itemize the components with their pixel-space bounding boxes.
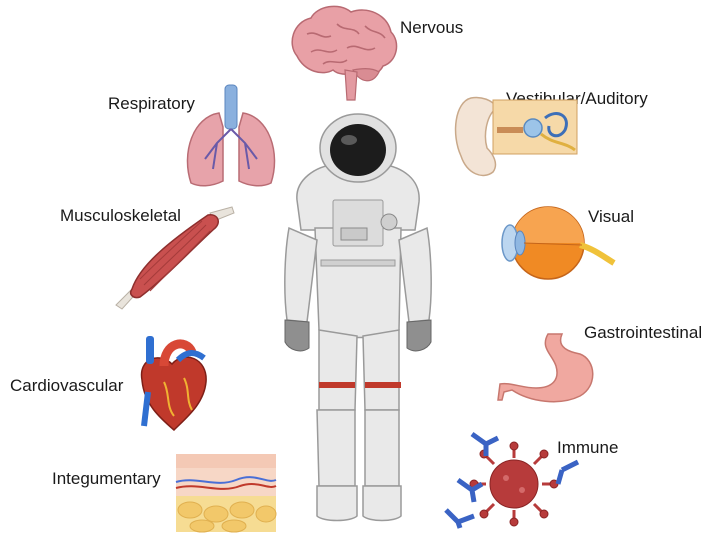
stomach-illustration [500,330,600,410]
epidermis [176,454,276,468]
heart-body [142,357,207,430]
suit-valve [381,214,397,230]
label-gastrointestinal: Gastrointestinal [584,324,702,341]
outer-ear [456,97,497,175]
right-lung [239,113,275,186]
optic-nerve [580,245,614,263]
vena-cava [146,336,154,364]
helmet-visor [330,124,386,176]
virus [470,442,558,526]
ear-illustration [453,94,579,182]
visor-highlight [341,135,357,145]
right-leg-band [365,382,401,388]
label-nervous: Nervous [400,19,463,36]
brain-illustration [287,4,399,102]
antibody-bottom [446,510,474,528]
stomach-body [498,334,593,402]
left-leg-band [319,382,355,388]
brain-cerebrum [292,6,396,76]
brain-stem [345,70,357,100]
antibody-right [558,462,578,484]
inferior-vena-cava [144,392,148,426]
lungs-illustration [183,83,279,190]
label-cardiovascular: Cardiovascular [10,377,123,394]
control-panel [341,228,367,240]
trachea [225,85,237,129]
label-integumentary: Integumentary [52,470,161,487]
lens [515,231,525,255]
middle-ear [524,119,542,137]
left-glove [285,320,309,351]
antibody-top [472,434,498,456]
label-respiratory: Respiratory [108,95,195,112]
right-glove [407,320,431,351]
skin-illustration [176,454,276,532]
eye-illustration [490,205,616,285]
muscle-illustration [110,205,238,313]
immune-illustration [438,430,584,530]
waist-ring [321,260,395,266]
left-lung [187,113,223,186]
heart-illustration [134,330,214,432]
astronaut-illustration [275,110,440,534]
